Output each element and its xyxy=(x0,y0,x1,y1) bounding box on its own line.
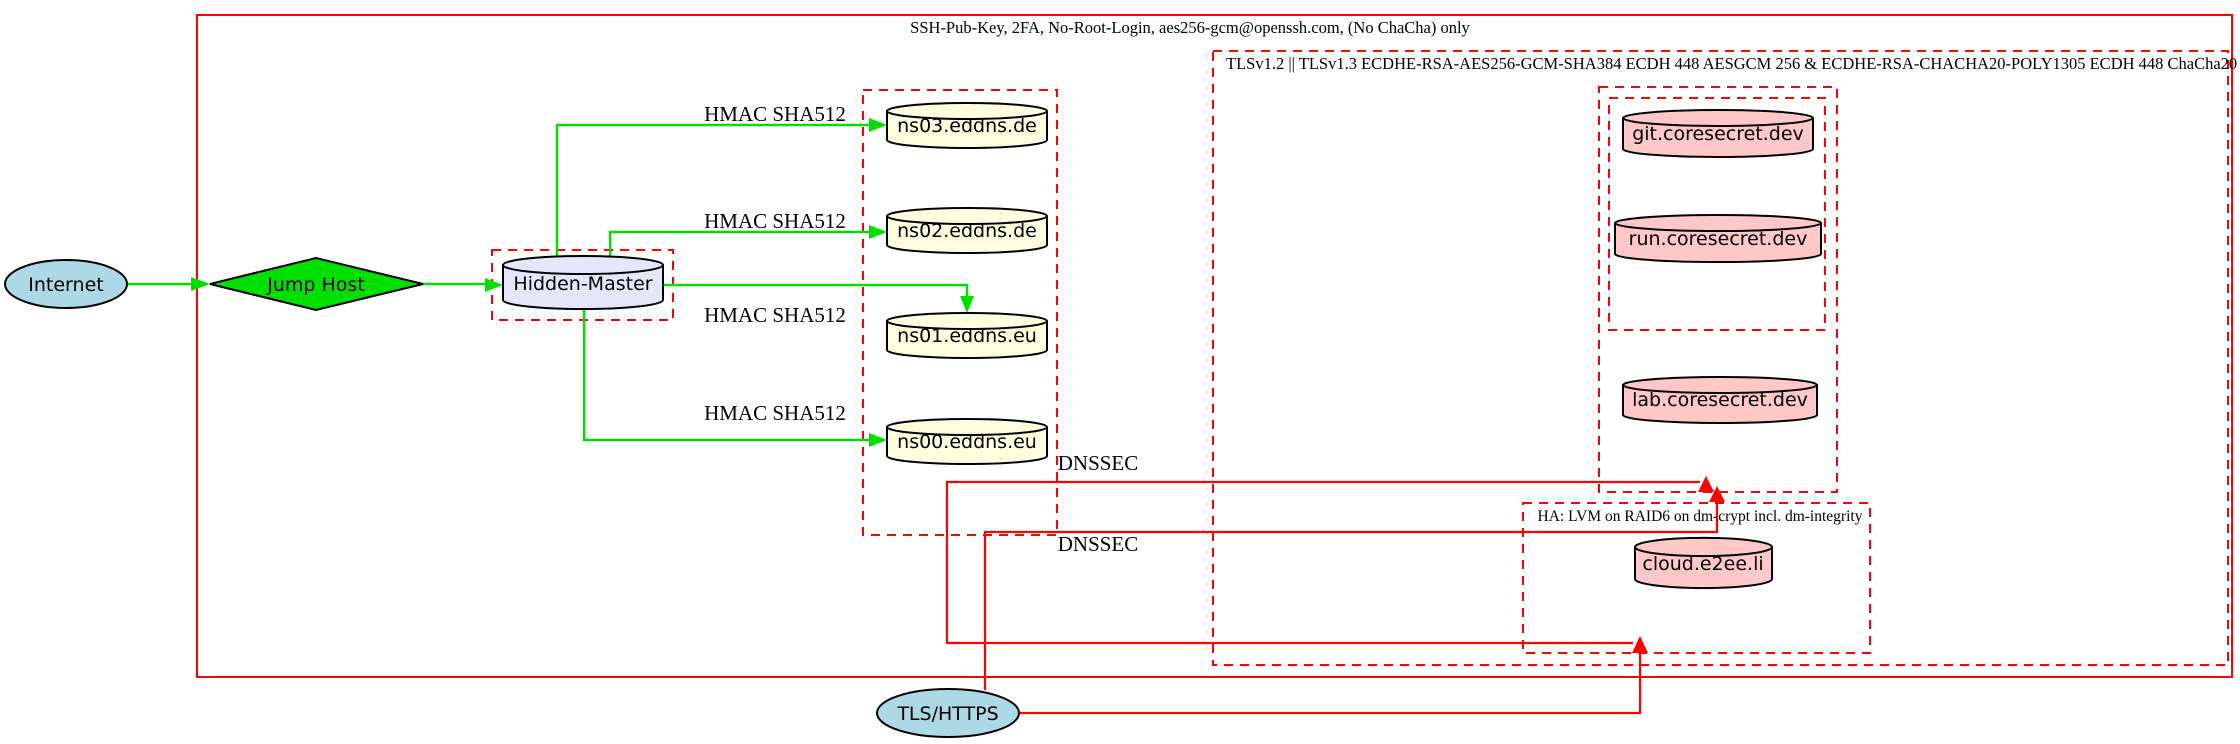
arrowhead xyxy=(1632,636,1648,653)
arrowhead xyxy=(1709,486,1725,502)
tls-https-label: TLS/HTTPS xyxy=(896,703,998,725)
cylinder-top-arc xyxy=(1622,384,1818,394)
ssh-cluster-box xyxy=(196,14,2233,678)
jump-host-label: Jump Host xyxy=(266,274,365,296)
ha-cluster-label: HA: LVM on RAID6 on dm-crypt incl. dm-in… xyxy=(1538,508,1863,525)
ns01-label: ns01.eddns.eu xyxy=(897,325,1037,347)
node-run-coresecret: run.coresecret.dev xyxy=(1614,214,1822,263)
ns02-label: ns02.eddns.de xyxy=(897,220,1037,242)
lab-label: lab.coresecret.dev xyxy=(1632,389,1808,411)
cylinder-top-arc xyxy=(502,264,664,275)
coresecret-outer-cluster-box xyxy=(1598,86,1838,493)
node-ns00: ns00.eddns.eu xyxy=(886,418,1048,465)
dnssec-label-2: DNSSEC xyxy=(1058,532,1139,556)
arrowhead xyxy=(869,433,887,447)
ns00-label: ns00.eddns.eu xyxy=(897,431,1037,453)
edge-jumphost-to-hiddenmaster xyxy=(423,278,503,292)
cylinder-top-arc xyxy=(886,426,1048,436)
cylinder-top-arc xyxy=(886,215,1048,225)
cylinder-top-arc xyxy=(1614,222,1822,232)
hmac-label-ns01: HMAC SHA512 xyxy=(704,303,846,327)
edge-hiddenmaster-to-ns01 xyxy=(663,283,974,313)
internet-ellipse xyxy=(4,259,128,309)
node-ns02: ns02.eddns.de xyxy=(886,207,1048,254)
edge-tlshttps-to-coresecret xyxy=(983,486,1725,690)
run-label: run.coresecret.dev xyxy=(1629,228,1808,250)
node-lab-coresecret: lab.coresecret.dev xyxy=(1622,376,1818,424)
arrowhead xyxy=(1698,476,1714,492)
dnssec-label-1: DNSSEC xyxy=(1058,451,1139,475)
node-cloud-e2ee: cloud.e2ee.li xyxy=(1634,536,1773,590)
node-internet: Internet xyxy=(4,259,128,309)
node-hidden-master: Hidden-Master xyxy=(502,255,664,310)
node-ns03: ns03.eddns.de xyxy=(886,102,1048,149)
arrowhead xyxy=(191,277,210,291)
arrowhead xyxy=(869,118,887,132)
eddns-cluster-box xyxy=(862,89,1058,536)
ha-cluster-box xyxy=(1522,502,1871,654)
ssh-cluster-label: SSH-Pub-Key, 2FA, No-Root-Login, aes256-… xyxy=(910,18,1470,37)
edge-hiddenmaster-to-ns00 xyxy=(582,308,887,447)
node-ns01: ns01.eddns.eu xyxy=(886,312,1048,359)
tls-cluster-box xyxy=(1212,50,2229,666)
hidden-master-label: Hidden-Master xyxy=(513,273,652,295)
edge-hiddenmaster-to-ns02 xyxy=(608,225,887,257)
git-label: git.coresecret.dev xyxy=(1632,123,1804,145)
tls-https-ellipse xyxy=(876,688,1020,738)
edge-tlshttps-to-ha xyxy=(1019,636,1648,715)
edge-internet-to-jumphost xyxy=(127,277,210,291)
edge-hiddenmaster-to-ns03 xyxy=(555,118,887,257)
node-git-coresecret: git.coresecret.dev xyxy=(1622,109,1814,158)
cylinder-top-arc xyxy=(886,320,1048,330)
cloud-label: cloud.e2ee.li xyxy=(1642,553,1763,575)
internet-label: Internet xyxy=(28,274,103,296)
arrowhead xyxy=(869,225,887,239)
tls-cluster-label: TLSv1.2 || TLSv1.3 ECDHE-RSA-AES256-GCM-… xyxy=(1226,54,2240,73)
arrowhead xyxy=(960,296,974,313)
cylinder-top-arc xyxy=(886,110,1048,120)
hmac-label-ns02: HMAC SHA512 xyxy=(704,209,846,233)
hmac-label-ns03: HMAC SHA512 xyxy=(704,102,846,126)
node-jump-host: Jump Host xyxy=(209,256,424,312)
cylinder-top-arc xyxy=(1634,546,1773,558)
hmac-label-ns00: HMAC SHA512 xyxy=(704,401,846,425)
jump-host-diamond xyxy=(209,256,424,312)
arrowhead xyxy=(485,278,503,292)
node-tls-https: TLS/HTTPS xyxy=(876,688,1020,738)
cylinder-top-arc xyxy=(1622,117,1814,127)
edge-dnssec-to-coresecret xyxy=(945,476,1714,645)
ns03-label: ns03.eddns.de xyxy=(897,115,1037,137)
